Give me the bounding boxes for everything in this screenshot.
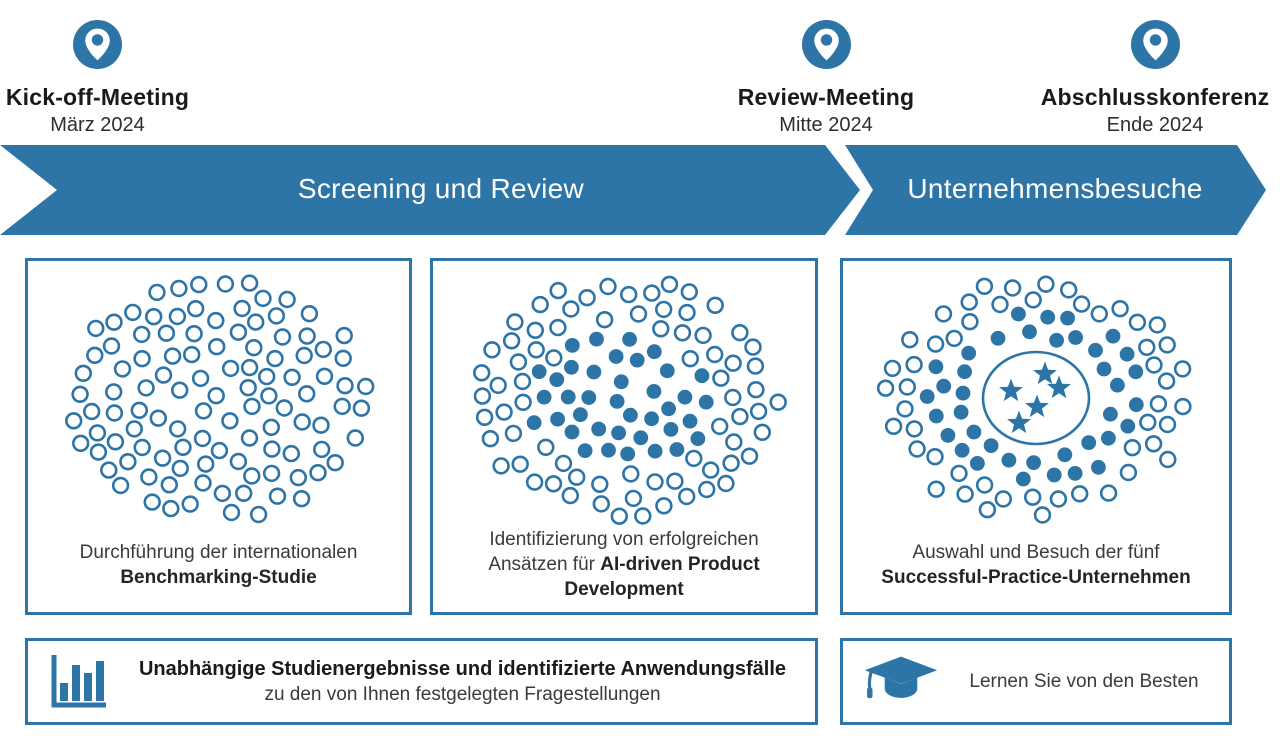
milestone-abschluss: Abschlusskonferenz Ende 2024 xyxy=(1035,20,1275,137)
footer-line-regular: zu den von Ihnen festgelegten Fragestell… xyxy=(264,684,661,705)
footer-line-regular: Lernen Sie von den Besten xyxy=(969,671,1199,692)
caption-regular: Auswahl und Besuch der fünf xyxy=(912,542,1160,563)
phase-arrow-1 xyxy=(0,145,860,235)
stage-box-benchmarking: Durchführung der internationalen Benchma… xyxy=(25,258,412,615)
dot-cluster-all-companies xyxy=(43,269,395,527)
milestone-label: Abschlusskonferenz xyxy=(1040,84,1270,110)
milestone-label: Kick-off-Meeting xyxy=(5,84,190,110)
footer-line-bold: Unabhängige Studienergebnisse und identi… xyxy=(138,658,787,680)
location-pin-icon xyxy=(73,20,122,69)
milestone-label: Review-Meeting xyxy=(737,84,915,110)
location-pin-icon xyxy=(801,20,851,69)
phase-arrow-2 xyxy=(845,145,1266,235)
caption-bold: Successful-Practice-Unternehmen xyxy=(881,567,1191,588)
bar-chart-icon xyxy=(48,653,110,711)
milestone-date: Mitte 2024 xyxy=(779,114,873,136)
milestone-date: März 2024 xyxy=(50,114,145,136)
stage-box-auswahl: Auswahl und Besuch der fünf Successful-P… xyxy=(840,258,1232,615)
dot-cluster-identified-companies xyxy=(448,269,800,527)
milestone-review: Review-Meeting Mitte 2024 xyxy=(726,20,926,137)
footer-text: Lernen Sie von den Besten xyxy=(939,669,1229,694)
phase-label-besuche: Unternehmensbesuche xyxy=(907,173,1203,204)
milestone-date: Ende 2024 xyxy=(1106,114,1204,136)
caption-regular: Identifizierung von erfolgreichen Ansätz… xyxy=(488,529,759,575)
caption-bold: AI-driven Product Development xyxy=(564,554,760,600)
location-pin-icon xyxy=(1130,20,1180,69)
stage-caption: Identifizierung von erfolgreichen Ansätz… xyxy=(474,527,774,602)
caption-regular: Durchführung der internationalen xyxy=(79,542,358,563)
footer-text: Unabhängige Studienergebnisse und identi… xyxy=(110,656,815,707)
stage-box-identifikation: Identifizierung von erfolgreichen Ansätz… xyxy=(430,258,818,615)
stage-caption: Durchführung der internationalen Benchma… xyxy=(69,540,369,590)
graduation-cap-icon xyxy=(863,654,939,710)
caption-bold: Benchmarking-Studie xyxy=(120,567,317,588)
footer-box-lernen: Lernen Sie von den Besten xyxy=(840,638,1232,725)
footer-box-studienergebnisse: Unabhängige Studienergebnisse und identi… xyxy=(25,638,818,725)
phase-label-screening: Screening und Review xyxy=(297,173,585,204)
phase-arrows xyxy=(0,145,1266,235)
stage-caption: Auswahl und Besuch der fünf Successful-P… xyxy=(870,540,1202,590)
dot-cluster-selected-companies xyxy=(860,269,1212,527)
milestone-kickoff: Kick-off-Meeting März 2024 xyxy=(0,20,195,137)
